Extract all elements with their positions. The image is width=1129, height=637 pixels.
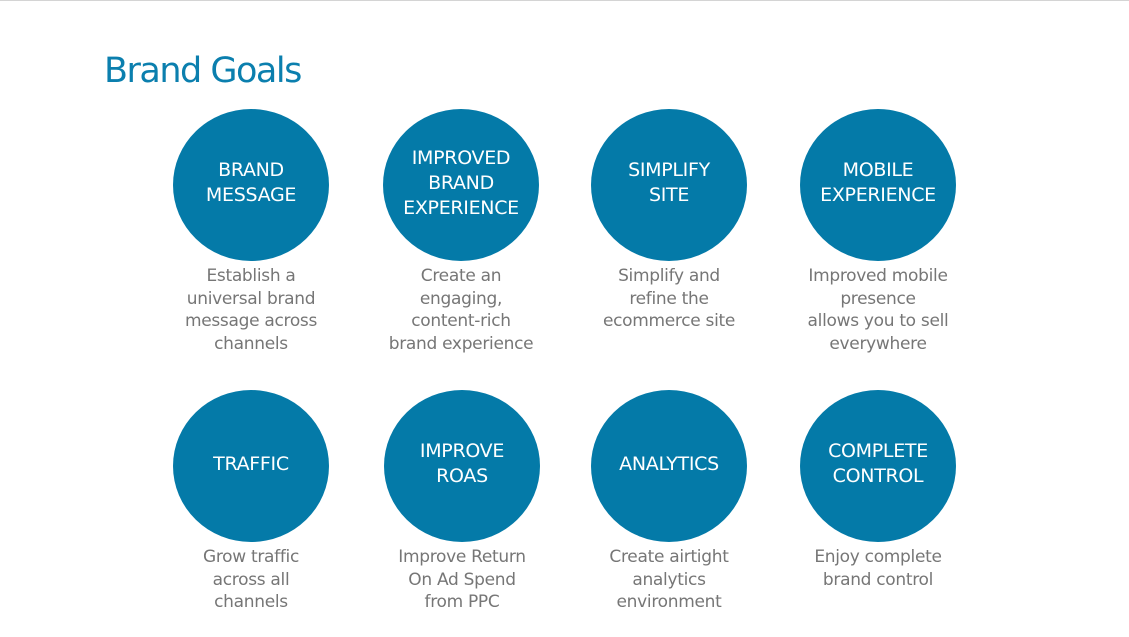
goal-circle: IMPROVE ROAS [384,390,540,542]
goal-circle-label: MOBILE EXPERIENCE [820,159,936,206]
goal-circle: MOBILE EXPERIENCE [800,109,956,261]
top-divider [0,0,1129,1]
goal-description: Create airtight analytics environment [609,547,729,613]
goal-description: Improved mobile presence allows you to s… [807,266,949,355]
goal-circle: SIMPLIFY SITE [591,109,747,261]
goal-circle-label: SIMPLIFY SITE [628,159,710,206]
goal-circle-label: TRAFFIC [213,452,289,475]
goal-circle-label: BRAND MESSAGE [205,159,297,206]
goal-circle: ANALYTICS [591,390,747,542]
goal-circle: BRAND MESSAGE [173,109,329,261]
goal-description: Simplify and refine the ecommerce site [602,266,736,332]
goal-circle-label: IMPROVED BRAND EXPERIENCE [403,146,519,219]
goal-circle-label: COMPLETE CONTROL [828,440,928,487]
goal-circle: COMPLETE CONTROL [800,390,956,542]
goal-description: Improve Return On Ad Spend from PPC [398,547,526,613]
goal-description: Establish a universal brand message acro… [184,266,318,355]
goal-circle: IMPROVED BRAND EXPERIENCE [383,109,539,261]
page-title: Brand Goals [104,51,302,91]
goal-description: Create an engaging, content-rich brand e… [388,266,534,355]
goal-circle: TRAFFIC [173,390,329,542]
goal-description: Grow traffic across all channels [202,547,299,613]
goal-circle-label: ANALYTICS [619,452,719,475]
goal-description: Enjoy complete brand control [814,547,942,590]
goal-circle-label: IMPROVE ROAS [419,440,505,487]
